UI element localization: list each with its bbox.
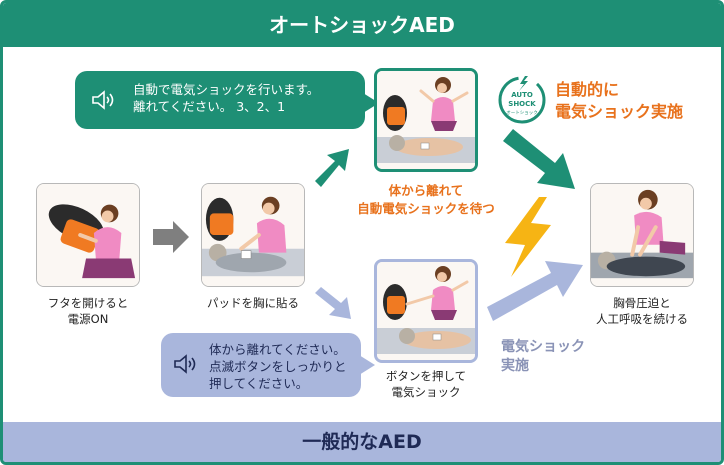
step-manual-press-caption: ボタンを押して 電気ショック [356, 368, 496, 400]
photo-auto-wait [374, 68, 478, 172]
step-pads-line1: パッドを胸に貼る [207, 296, 299, 310]
manual-voice-line1: 体から離れてください。 [209, 342, 346, 357]
step-auto-wait-caption: 体から離れて 自動電気ショックを待つ [331, 182, 521, 218]
badge-auto-text: AUTO [511, 91, 533, 99]
auto-shock-title: 自動的に 電気ショック実施 [555, 79, 721, 123]
manual-shock-line2: 実施 [501, 358, 529, 374]
speaker-icon [174, 354, 196, 374]
badge-sub-text: オートショック [506, 110, 538, 116]
manual-voice-line2: 点滅ボタンをしっかりと [209, 359, 347, 374]
step-pads-caption: パッドを胸に貼る [193, 295, 313, 311]
step-auto-wait-line2: 自動電気ショックを待つ [357, 201, 495, 216]
step-cpr-line2: 人工呼吸を続ける [596, 312, 688, 326]
step-open-line1: フタを開けると [47, 296, 129, 310]
step-open-caption: フタを開けると 電源ON [23, 295, 153, 327]
step-auto-wait-line1: 体から離れて [388, 183, 464, 198]
step-manual-press-line2: 電気ショック [391, 385, 461, 399]
speaker-icon [92, 90, 114, 110]
photo-press-button [374, 259, 478, 363]
manual-voice-line3: 押してください。 [209, 376, 309, 391]
auto-shock-badge-icon: AUTO SHOCK オートショック [498, 76, 546, 124]
arrow-pads-to-manual [315, 287, 351, 319]
auto-voice-bubble: 自動で電気ショックを行います。 離れてください。 3、2、1 [75, 71, 379, 129]
auto-voice-line1: 自動で電気ショックを行います。 [133, 82, 320, 97]
auto-voice-line2: 離れてください。 3、2、1 [133, 99, 286, 114]
auto-shock-line2: 電気ショック実施 [555, 102, 684, 121]
photo-open-lid [36, 183, 140, 287]
arrow-auto-to-cpr [503, 129, 575, 189]
footer-title: 一般的なAED [3, 422, 721, 462]
arrow-manual-to-cpr [487, 261, 583, 321]
manual-shock-label: 電気ショック 実施 [501, 338, 611, 376]
manual-shock-line1: 電気ショック [501, 339, 585, 355]
step-cpr-line1: 胸骨圧迫と [613, 296, 671, 310]
bubble-tail [359, 355, 375, 375]
auto-shock-line1: 自動的に [555, 80, 620, 99]
badge-shock-text: SHOCK [508, 100, 536, 108]
header-title: オートショックAED [3, 3, 721, 47]
manual-voice-bubble: 体から離れてください。 点滅ボタンをしっかりと 押してください。 [161, 333, 375, 397]
step-manual-press-line1: ボタンを押して [385, 369, 467, 383]
step-cpr-caption: 胸骨圧迫と 人工呼吸を続ける [575, 295, 709, 327]
arrow-open-to-pads [153, 221, 189, 253]
step-open-line2: 電源ON [67, 312, 109, 326]
photo-attach-pads [201, 183, 305, 287]
photo-cpr [590, 183, 694, 287]
